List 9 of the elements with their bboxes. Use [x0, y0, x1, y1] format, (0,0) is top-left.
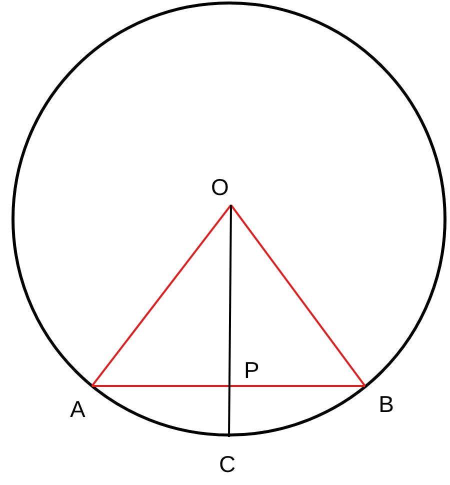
line-segment [91, 204, 232, 387]
point-label: C [219, 453, 236, 476]
point-label: P [244, 357, 260, 384]
line-segment [230, 204, 366, 387]
line-segment [228, 205, 232, 437]
point-label: O [211, 176, 229, 199]
line-segment [92, 385, 365, 387]
point-label: A [70, 398, 86, 421]
point-label: B [378, 393, 394, 416]
